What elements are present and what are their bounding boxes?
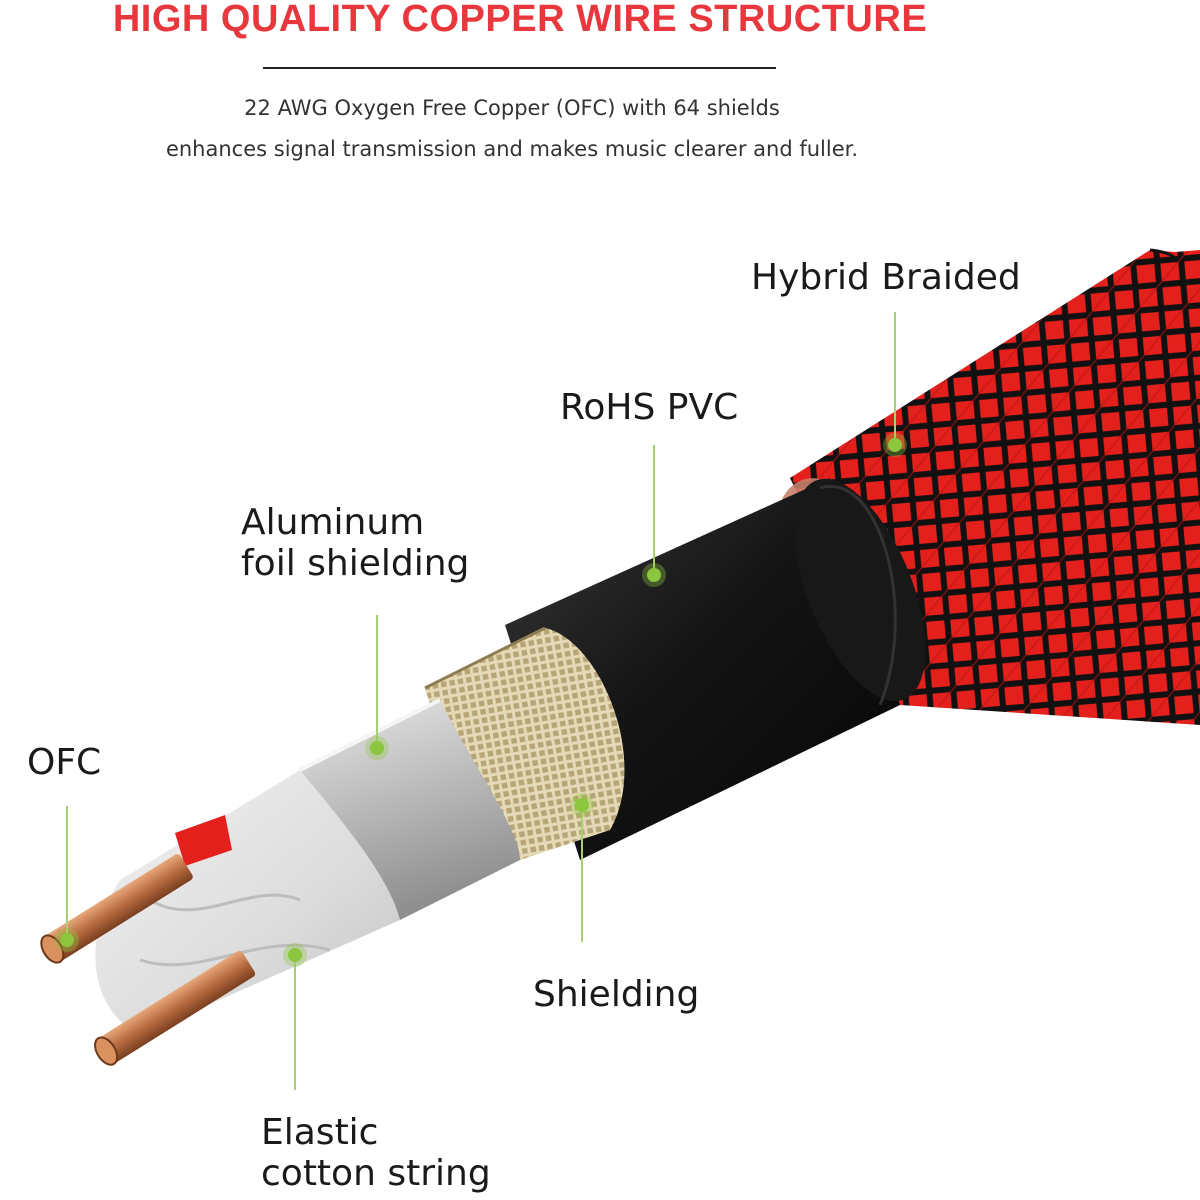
markers bbox=[55, 433, 907, 967]
label-cotton-line-1: Elastic bbox=[261, 1112, 379, 1153]
label-shielding: Shielding bbox=[533, 974, 700, 1015]
subtitle-line-1: 22 AWG Oxygen Free Copper (OFC) with 64 … bbox=[244, 96, 780, 120]
page-title: HIGH QUALITY COPPER WIRE STRUCTURE bbox=[112, 0, 928, 40]
copper-conductors bbox=[40, 854, 255, 1066]
label-rohs-pvc: RoHS PVC bbox=[560, 387, 739, 428]
cotton-string-layer bbox=[95, 770, 400, 1035]
subtitle-line-2: enhances signal transmission and makes m… bbox=[165, 137, 859, 161]
shielding-mesh-layer bbox=[424, 626, 625, 860]
leader-lines bbox=[66, 312, 896, 1090]
label-ofc: OFC bbox=[27, 742, 102, 783]
label-hybrid-braided: Hybrid Braided bbox=[751, 257, 1021, 298]
label-cotton-line-2: cotton string bbox=[261, 1153, 491, 1194]
label-aluminum-line-1: Aluminum bbox=[241, 502, 425, 543]
title-divider bbox=[263, 67, 776, 69]
label-aluminum-line-2: foil shielding bbox=[241, 543, 470, 584]
